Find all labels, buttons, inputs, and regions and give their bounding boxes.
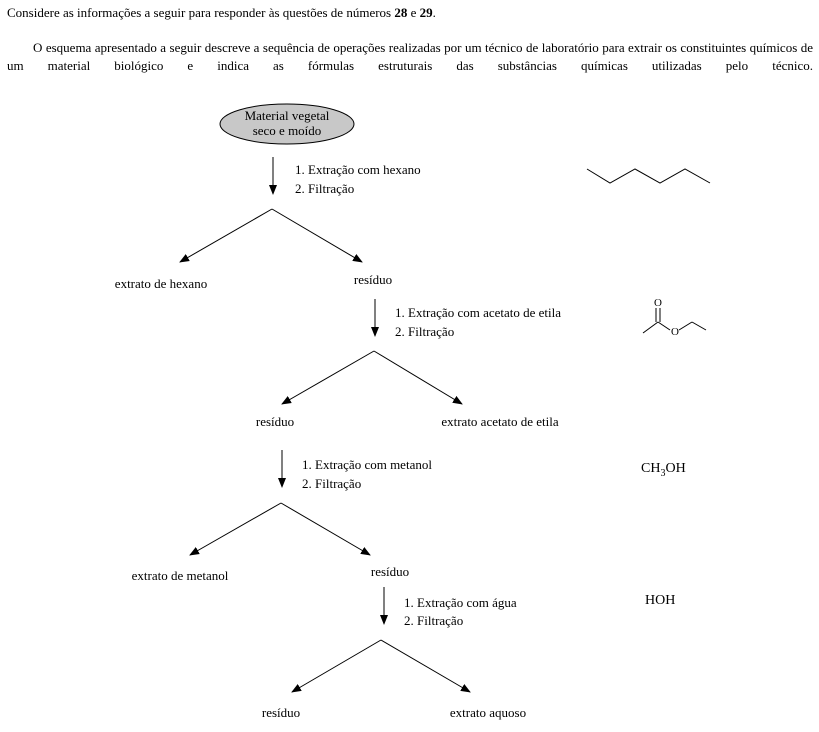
step4-right-label: extrato aquoso xyxy=(450,705,526,720)
step4-left-label: resíduo xyxy=(262,705,300,720)
step3-branch-right xyxy=(280,502,371,556)
intro-paragraph: O esquema apresentado a seguir descreve … xyxy=(7,40,813,73)
start-node-material xyxy=(219,103,355,145)
start-node-line1: Material vegetal xyxy=(245,108,330,123)
ethyl-acetate-structure xyxy=(642,308,707,334)
step2-op1: 1. Extração com acetato de etila xyxy=(395,305,561,320)
step1-op1: 1. Extração com hexano xyxy=(295,162,421,177)
hexane-structure xyxy=(586,168,711,184)
start-node-line2: seco e moído xyxy=(253,123,322,138)
intro-line: Considere as informações a seguir para r… xyxy=(7,4,813,22)
step1-branch-right xyxy=(271,208,363,263)
step4-op2: 2. Filtração xyxy=(404,613,463,628)
step2-branch-left xyxy=(281,350,375,405)
step1-branch-left xyxy=(179,208,273,263)
water-formula: HOH xyxy=(645,593,675,608)
step1-right-label: resíduo xyxy=(354,272,392,287)
ethyl-acetate-ester-o: O xyxy=(671,326,679,338)
step2-left-label: resíduo xyxy=(256,414,294,429)
step3-branch-left xyxy=(189,502,282,556)
step4-op1: 1. Extração com água xyxy=(404,595,517,610)
step3-op2: 2. Filtração xyxy=(302,476,361,491)
intro-period: . xyxy=(432,5,436,20)
step2-op2: 2. Filtração xyxy=(395,324,454,339)
step2-branch-right xyxy=(373,350,463,405)
step3-right-label: resíduo xyxy=(371,564,409,579)
step3-op1: 1. Extração com metanol xyxy=(302,457,432,472)
step3-left-label: extrato de metanol xyxy=(132,568,229,583)
intro-text: Considere as informações a seguir para r… xyxy=(7,5,395,20)
methanol-formula: CH3OH xyxy=(641,461,686,479)
intro-and: e xyxy=(407,5,420,20)
step4-branch-left xyxy=(291,639,382,693)
question-number-28: 28 xyxy=(394,5,408,20)
step2-right-label: extrato acetato de etila xyxy=(441,414,559,429)
step1-left-label: extrato de hexano xyxy=(115,276,207,291)
step4-branch-right xyxy=(380,639,471,693)
ethyl-acetate-carbonyl-o: O xyxy=(654,297,662,309)
question-number-29: 29 xyxy=(419,5,433,20)
step1-op2: 2. Filtração xyxy=(295,181,354,196)
